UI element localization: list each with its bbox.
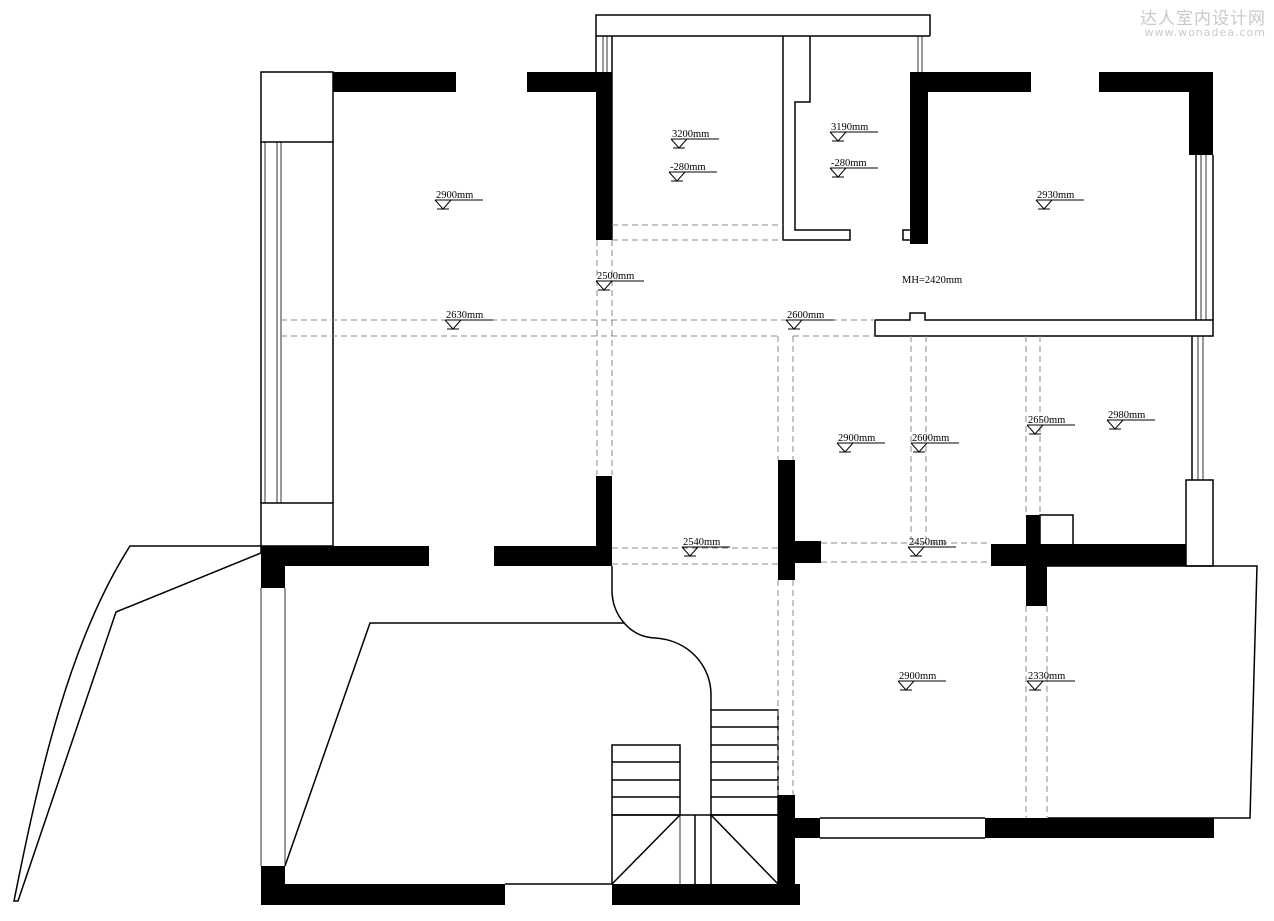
ceiling-mark-label: 2450mm (909, 537, 946, 548)
ceiling-mark-label: 2630mm (446, 310, 483, 321)
ceiling-mark-room-n2-sub: -280mm (829, 158, 878, 178)
ceiling-mark-label: 2650mm (1028, 415, 1065, 426)
ceiling-mark-room-center-b: 2600mm (910, 433, 959, 453)
ceiling-mark-label: 2900mm (838, 433, 875, 444)
level-triangle-icon (668, 171, 686, 182)
ceiling-mark-room-east-b: 2980mm (1106, 410, 1155, 430)
ceiling-mark-label: 2330mm (1028, 671, 1065, 682)
ceiling-mark-label: -280mm (670, 162, 706, 173)
watermark-url: www.wonadea.com (1144, 26, 1266, 39)
level-triangle-icon (1026, 680, 1044, 691)
level-triangle-icon (444, 319, 462, 330)
ceiling-mark-room-n1-sub: -280mm (668, 162, 717, 182)
ceiling-height-marks: 2900mm 3200mm -280mm 3190mm -280mm 2930mm 2500… (434, 122, 1155, 691)
level-triangle-icon (785, 319, 803, 330)
ceiling-mark-label: 3190mm (831, 122, 868, 133)
ceiling-mark-corridor-b: 2630mm (444, 310, 493, 330)
ceiling-mark-corridor-c: 2600mm (785, 310, 834, 330)
ceiling-mark-room-ne: 2930mm (1035, 190, 1084, 210)
watermark-title: 达人室内设计网 (1140, 9, 1266, 29)
level-triangle-icon (595, 280, 613, 291)
outlines (13, 14, 1258, 902)
ceiling-mark-room-se-b: 2330mm (1026, 671, 1075, 691)
ceiling-mark-label: 2900mm (899, 671, 936, 682)
bay-window-top (260, 71, 334, 143)
level-triangle-icon (836, 442, 854, 453)
ceiling-mark-room-n2: 3190mm (829, 122, 878, 142)
ceiling-mark-label: 2900mm (436, 190, 473, 201)
level-triangle-icon (434, 199, 452, 210)
ceiling-mark-label: 3200mm (672, 129, 709, 140)
ceiling-mark-label: -280mm (831, 158, 867, 169)
level-triangle-icon (670, 138, 688, 149)
ceiling-mark-room-east-a: 2650mm (1026, 415, 1075, 435)
level-triangle-icon (1026, 424, 1044, 435)
ceiling-mark-label: 2930mm (1037, 190, 1074, 201)
level-triangle-icon (907, 546, 925, 557)
level-triangle-icon (897, 680, 915, 691)
ceiling-mark-label: 2600mm (912, 433, 949, 444)
ceiling-mark-label: 2600mm (787, 310, 824, 321)
ceiling-mark-room-nw: 2900mm (434, 190, 483, 210)
level-triangle-icon (1106, 419, 1124, 430)
bay-window-bottom (260, 502, 334, 547)
ceiling-mark-label: 2980mm (1108, 410, 1145, 421)
ceiling-mark-room-center: 2900mm (836, 433, 885, 453)
ceiling-mark-label: 2540mm (683, 537, 720, 548)
mh-label: MH=2420mm (902, 275, 962, 286)
beam-lines (281, 224, 1048, 818)
level-triangle-icon (829, 167, 847, 178)
ceiling-mark-corridor-a: 2500mm (595, 271, 644, 291)
walls (261, 72, 1214, 905)
level-triangle-icon (910, 442, 928, 453)
ceiling-mark-passage-b: 2450mm (907, 537, 956, 557)
ceiling-mark-passage-a: 2540mm (681, 537, 730, 557)
ceiling-mark-label: 2500mm (597, 271, 634, 282)
level-triangle-icon (829, 131, 847, 142)
ceiling-mark-room-n1: 3200mm (670, 129, 719, 149)
level-triangle-icon (1035, 199, 1053, 210)
ceiling-mark-room-se: 2900mm (897, 671, 946, 691)
